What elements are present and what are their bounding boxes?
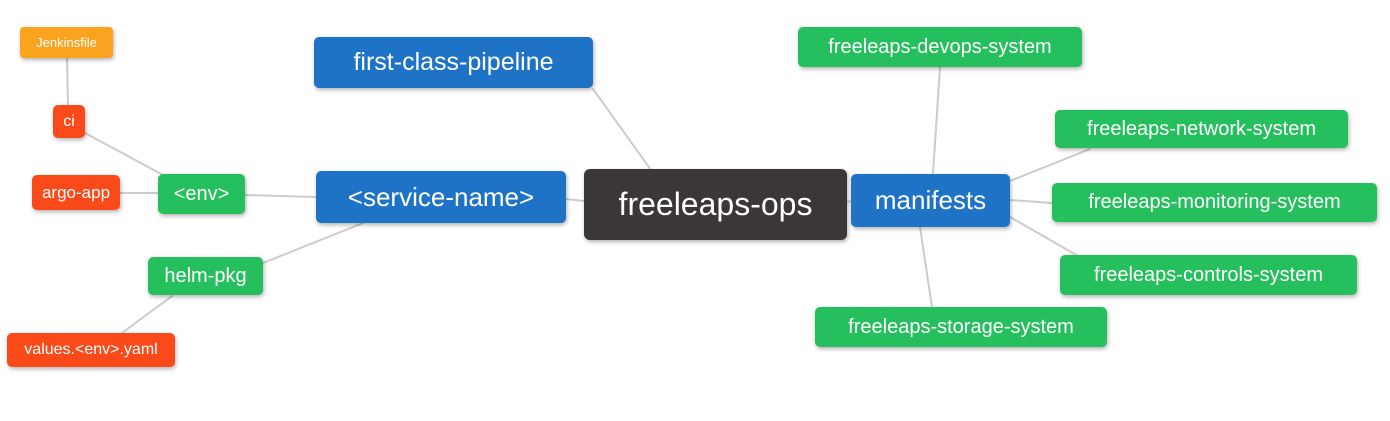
edge-manifests-network	[1009, 148, 1091, 182]
edge-helm-pkg-values	[121, 295, 173, 334]
node-jenkinsfile[interactable]: Jenkinsfile	[20, 27, 113, 58]
edge-manifests-monitoring	[1009, 199, 1053, 204]
node-freeleaps-network-system[interactable]: freeleaps-network-system	[1055, 110, 1348, 148]
edge-jenkinsfile-ci	[66, 57, 69, 106]
node-freeleaps-controls-system[interactable]: freeleaps-controls-system	[1060, 255, 1357, 295]
node-helm-pkg[interactable]: helm-pkg	[148, 257, 263, 295]
edge-helm-pkg-service-name	[262, 222, 364, 264]
edge-manifests-storage	[919, 226, 933, 308]
node-values-env-yaml[interactable]: values.<env>.yaml	[7, 333, 175, 367]
edge-service-name-ops	[565, 198, 585, 202]
edge-pipeline-ops	[592, 88, 652, 171]
node-first-class-pipeline[interactable]: first-class-pipeline	[314, 37, 593, 88]
node-freeleaps-ops[interactable]: freeleaps-ops	[584, 169, 847, 240]
edge-ci-env	[84, 132, 164, 176]
node-service-name[interactable]: <service-name>	[316, 171, 566, 223]
edge-env-service-name	[244, 194, 317, 198]
edge-ops-manifests	[846, 200, 852, 203]
node-freeleaps-devops-system[interactable]: freeleaps-devops-system	[798, 27, 1082, 67]
node-ci[interactable]: ci	[53, 105, 85, 138]
edge-manifests-controls	[1009, 216, 1079, 257]
node-freeleaps-monitoring-system[interactable]: freeleaps-monitoring-system	[1052, 183, 1377, 222]
node-env[interactable]: <env>	[158, 174, 245, 214]
edge-manifests-devops	[932, 66, 941, 175]
node-argo-app[interactable]: argo-app	[32, 175, 120, 210]
node-manifests[interactable]: manifests	[851, 174, 1010, 227]
node-freeleaps-storage-system[interactable]: freeleaps-storage-system	[815, 307, 1107, 347]
